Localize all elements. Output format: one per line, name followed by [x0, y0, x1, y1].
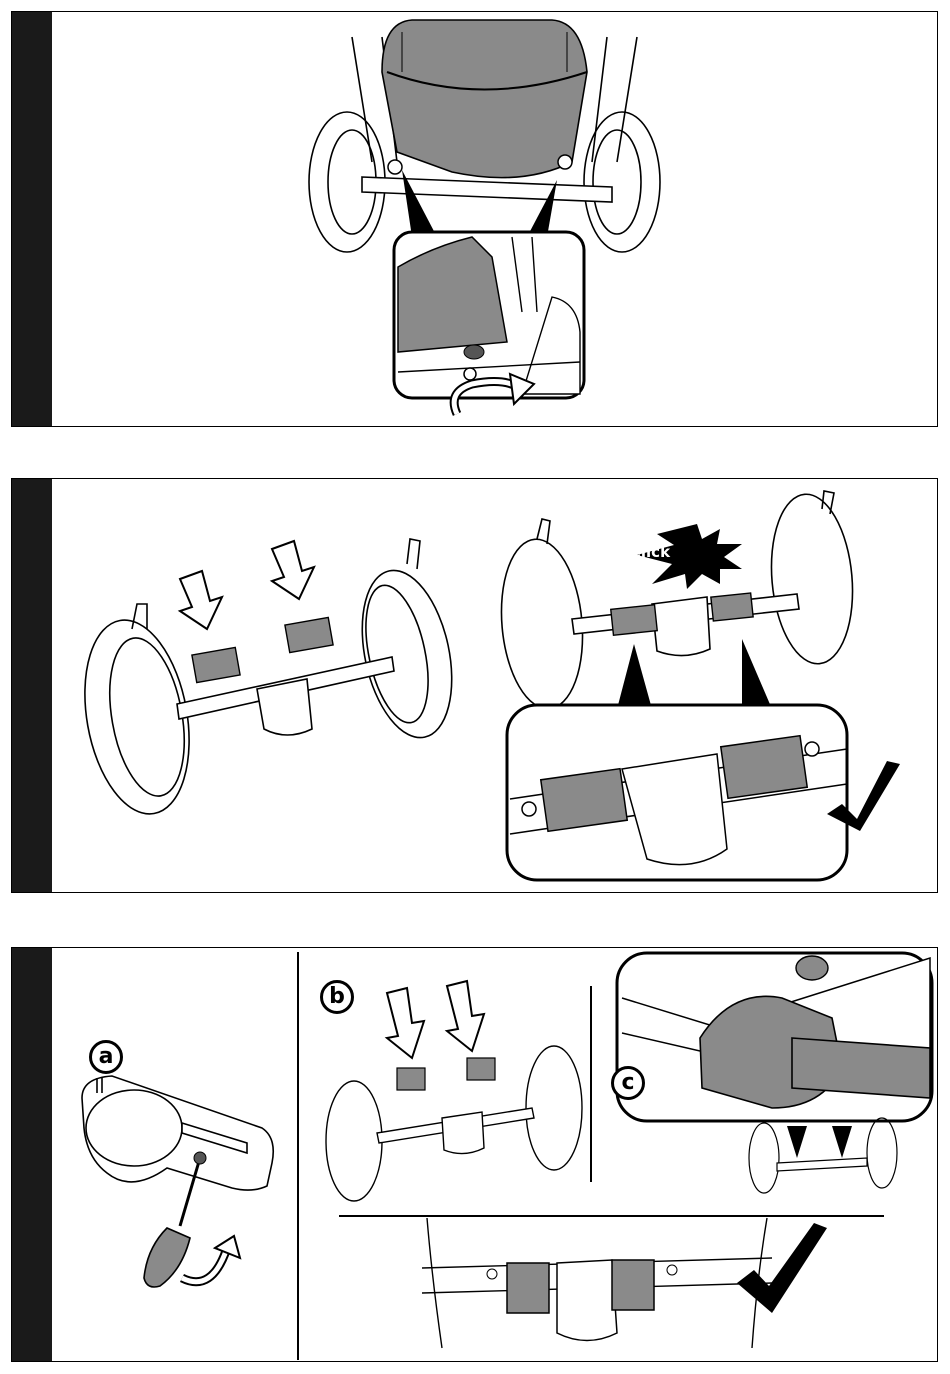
step-2-panel: click — [11, 478, 938, 893]
checkmark-icon — [737, 1223, 827, 1313]
base-frame-c — [749, 1118, 897, 1193]
sub-step-b-label: b — [320, 980, 354, 1014]
installed-clips — [422, 1218, 772, 1348]
step-3-illustration — [52, 948, 937, 1361]
down-arrow-icon — [387, 981, 484, 1058]
rotate-arrow-icon — [182, 1236, 240, 1282]
zoom-inset-c — [617, 953, 932, 1121]
step-1-bar — [12, 12, 52, 426]
step-1-panel — [11, 11, 938, 427]
clamp-part — [82, 1076, 273, 1190]
step-2-bar — [12, 479, 52, 892]
sub-step-divider-bc — [590, 986, 592, 1182]
step-3-bar — [12, 948, 52, 1361]
click-label: click — [632, 543, 670, 561]
base-frame-b — [326, 1046, 582, 1201]
sub-step-c-label: c — [611, 1066, 645, 1100]
step-1-illustration — [52, 12, 937, 426]
zoom-inset — [507, 705, 847, 880]
sub-step-divider-a — [297, 952, 299, 1360]
seat-basket — [382, 20, 587, 178]
zoom-inset — [394, 232, 584, 398]
step-2-illustration — [52, 479, 937, 892]
sub-step-a-label: a — [89, 1040, 123, 1074]
step-3-panel: a b c — [11, 947, 938, 1362]
sub-step-divider-bottom — [339, 1215, 884, 1217]
down-arrow-icon — [180, 541, 314, 629]
